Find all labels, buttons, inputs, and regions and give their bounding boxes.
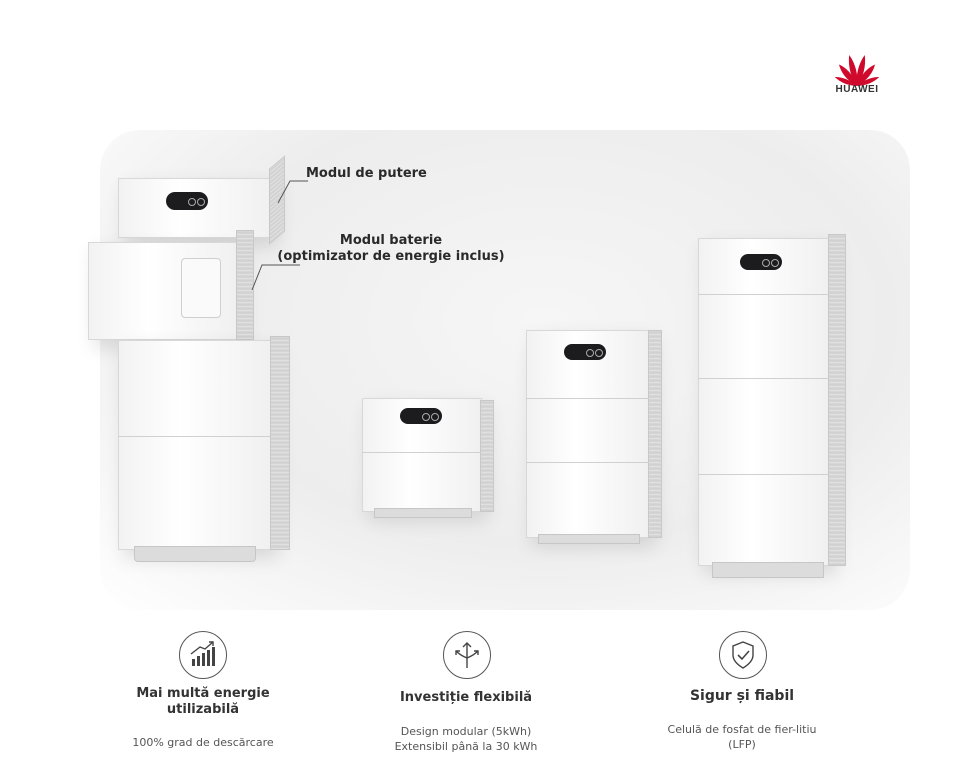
feature-desc-investment-line2: Extensibil până la 30 kWh: [394, 740, 538, 753]
medium-unit-display: [564, 344, 606, 360]
feature-desc-safety-line2: (LFP): [728, 738, 756, 751]
callout-power-module-text: Modul de putere: [306, 166, 427, 181]
feature-icon-investment: [443, 631, 491, 679]
battery-unit-small: [360, 396, 500, 520]
huawei-logo-icon: [834, 54, 880, 86]
battery-unit-tall: [696, 230, 856, 584]
small-unit-display: [400, 408, 442, 424]
feature-desc-safety-line1: Celulă de fosfat de fier-litiu: [667, 723, 817, 736]
callout-battery-module-line2: (optimizator de energie inclus): [277, 249, 505, 264]
feature-icon-safety: [719, 631, 767, 679]
battery-unit-medium: [524, 326, 664, 548]
feature-desc-energy-line1: 100% grad de descărcare: [132, 736, 274, 749]
brand-name: HUAWEI: [835, 84, 879, 95]
tall-unit-display: [740, 254, 782, 270]
feature-desc-investment-line1: Design modular (5kWh): [400, 725, 532, 738]
feature-title-energy: Mai multă energie utilizabilă: [110, 686, 296, 718]
feature-desc-energy: 100% grad de descărcare: [100, 735, 306, 750]
power-module-display: [166, 192, 208, 210]
battery-stack-base: [118, 340, 272, 550]
callout-power-module: Modul de putere: [306, 166, 436, 182]
callout-battery-module: Modul baterie (optimizator de energie in…: [276, 233, 506, 265]
feature-title-safety: Sigur și fiabil: [646, 688, 838, 705]
feature-desc-safety: Celulă de fosfat de fier-litiu (LFP): [630, 722, 854, 752]
bar-chart-growth-icon: [190, 641, 215, 666]
feature-title-energy-line2: utilizabilă: [166, 702, 240, 717]
battery-module-window: [181, 258, 221, 318]
shield-check-icon: [732, 641, 754, 669]
feature-title-energy-line1: Mai multă energie: [136, 686, 270, 701]
feature-icon-energy: [179, 631, 227, 679]
battery-stack-base-side: [270, 336, 290, 550]
feature-title-safety-line1: Sigur și fiabil: [689, 688, 795, 704]
feature-title-investment: Investiție flexibilă: [370, 690, 562, 706]
branching-arrows-icon: [455, 642, 479, 668]
battery-stack-exploded: [86, 150, 306, 580]
stack-foot: [134, 546, 256, 562]
callout-battery-module-line1: Modul baterie: [339, 233, 443, 248]
feature-title-investment-line1: Investiție flexibilă: [399, 690, 533, 705]
feature-desc-investment: Design modular (5kWh) Extensibil până la…: [362, 724, 570, 754]
